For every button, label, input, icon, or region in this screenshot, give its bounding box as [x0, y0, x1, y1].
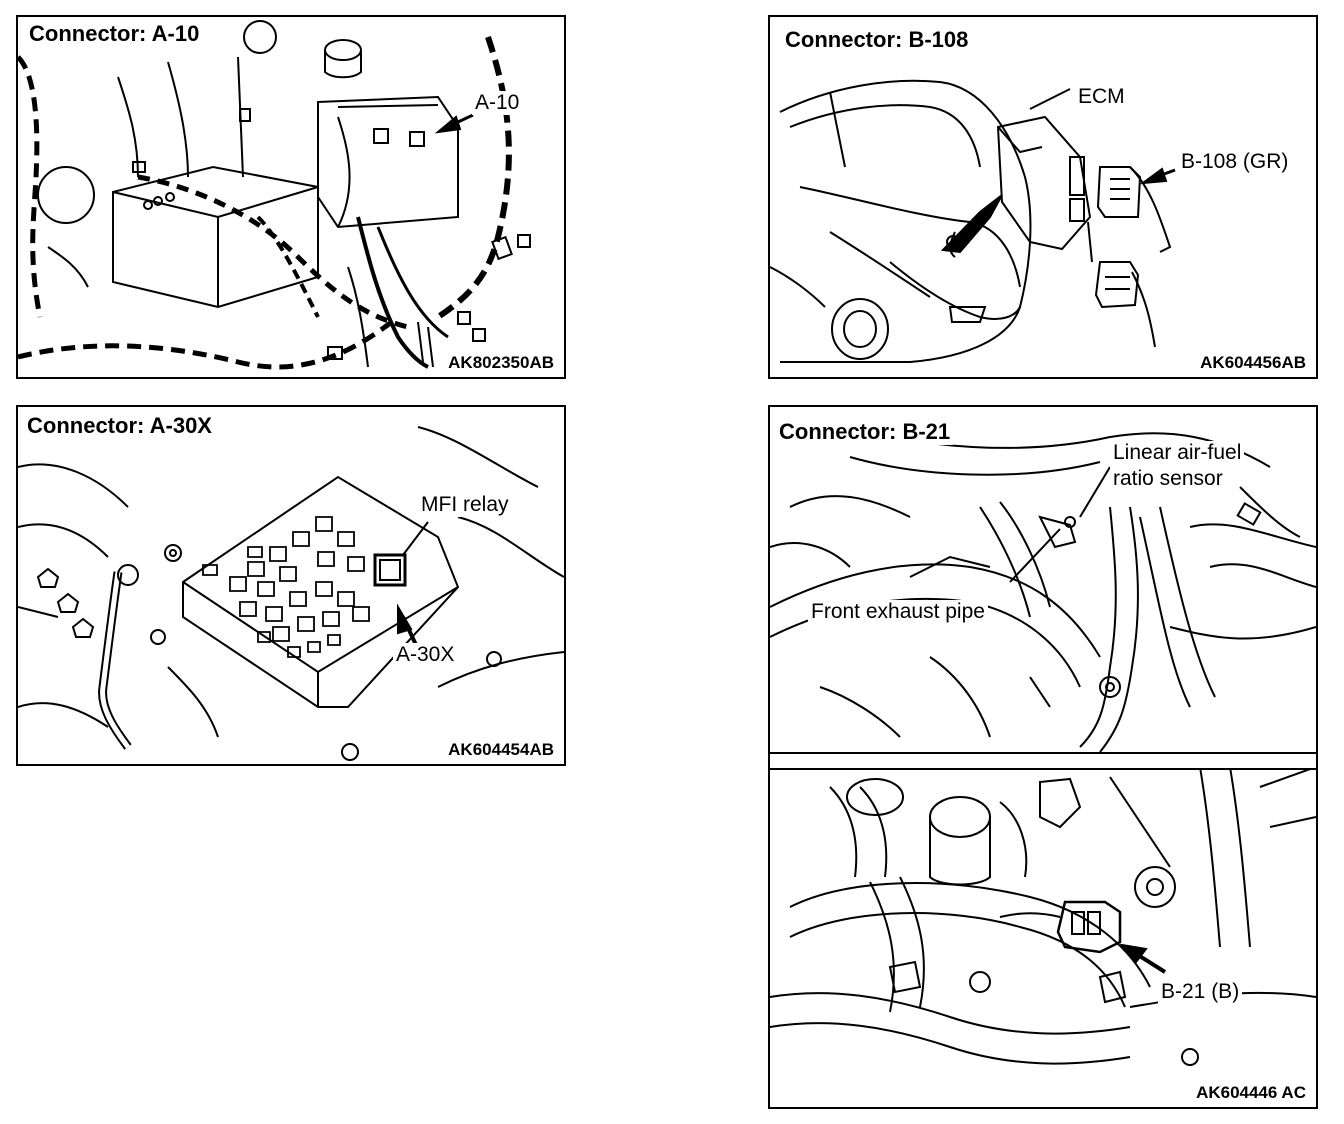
panel-title: Connector: B-21 — [776, 419, 954, 445]
callout-b21-b: B-21 (B) — [1158, 980, 1243, 1004]
engine-bay-illustration-a10 — [18, 17, 564, 377]
figure-code: AK604454AB — [446, 740, 556, 760]
figure-code: AK802350AB — [446, 353, 556, 373]
callout-mfi-relay: MFI relay — [418, 493, 512, 517]
panel-connector-b21: Connector: B-21 Linear air-fuel ratio se… — [768, 405, 1318, 1109]
relay-box-illustration — [18, 407, 564, 764]
view-separator — [770, 752, 1316, 770]
callout-a10: A-10 — [472, 91, 523, 115]
figure-code: AK604456AB — [1198, 353, 1308, 373]
panel-connector-a10: Connector: A-10 A-10 AK802350AB — [16, 15, 566, 379]
callout-front-exhaust-pipe: Front exhaust pipe — [808, 600, 988, 624]
callout-a30x: A-30X — [393, 643, 458, 667]
panel-connector-a30x: Connector: A-30X MFI relay A-30X AK60445… — [16, 405, 566, 766]
panel-title: Connector: B-108 — [782, 27, 972, 53]
callout-linear-air-fuel: Linear air-fuel — [1110, 441, 1245, 465]
exhaust-sensor-illustration — [770, 407, 1316, 1107]
panel-connector-b108: Connector: B-108 ECM B-108 (GR) AK604456… — [768, 15, 1318, 379]
vehicle-ecm-illustration — [770, 17, 1316, 377]
panel-title: Connector: A-30X — [24, 413, 215, 439]
callout-b108-gr: B-108 (GR) — [1178, 150, 1292, 174]
panel-title: Connector: A-10 — [26, 21, 203, 47]
figure-code: AK604446 AC — [1194, 1083, 1308, 1103]
callout-ratio-sensor: ratio sensor — [1110, 467, 1226, 491]
callout-ecm: ECM — [1075, 85, 1128, 109]
